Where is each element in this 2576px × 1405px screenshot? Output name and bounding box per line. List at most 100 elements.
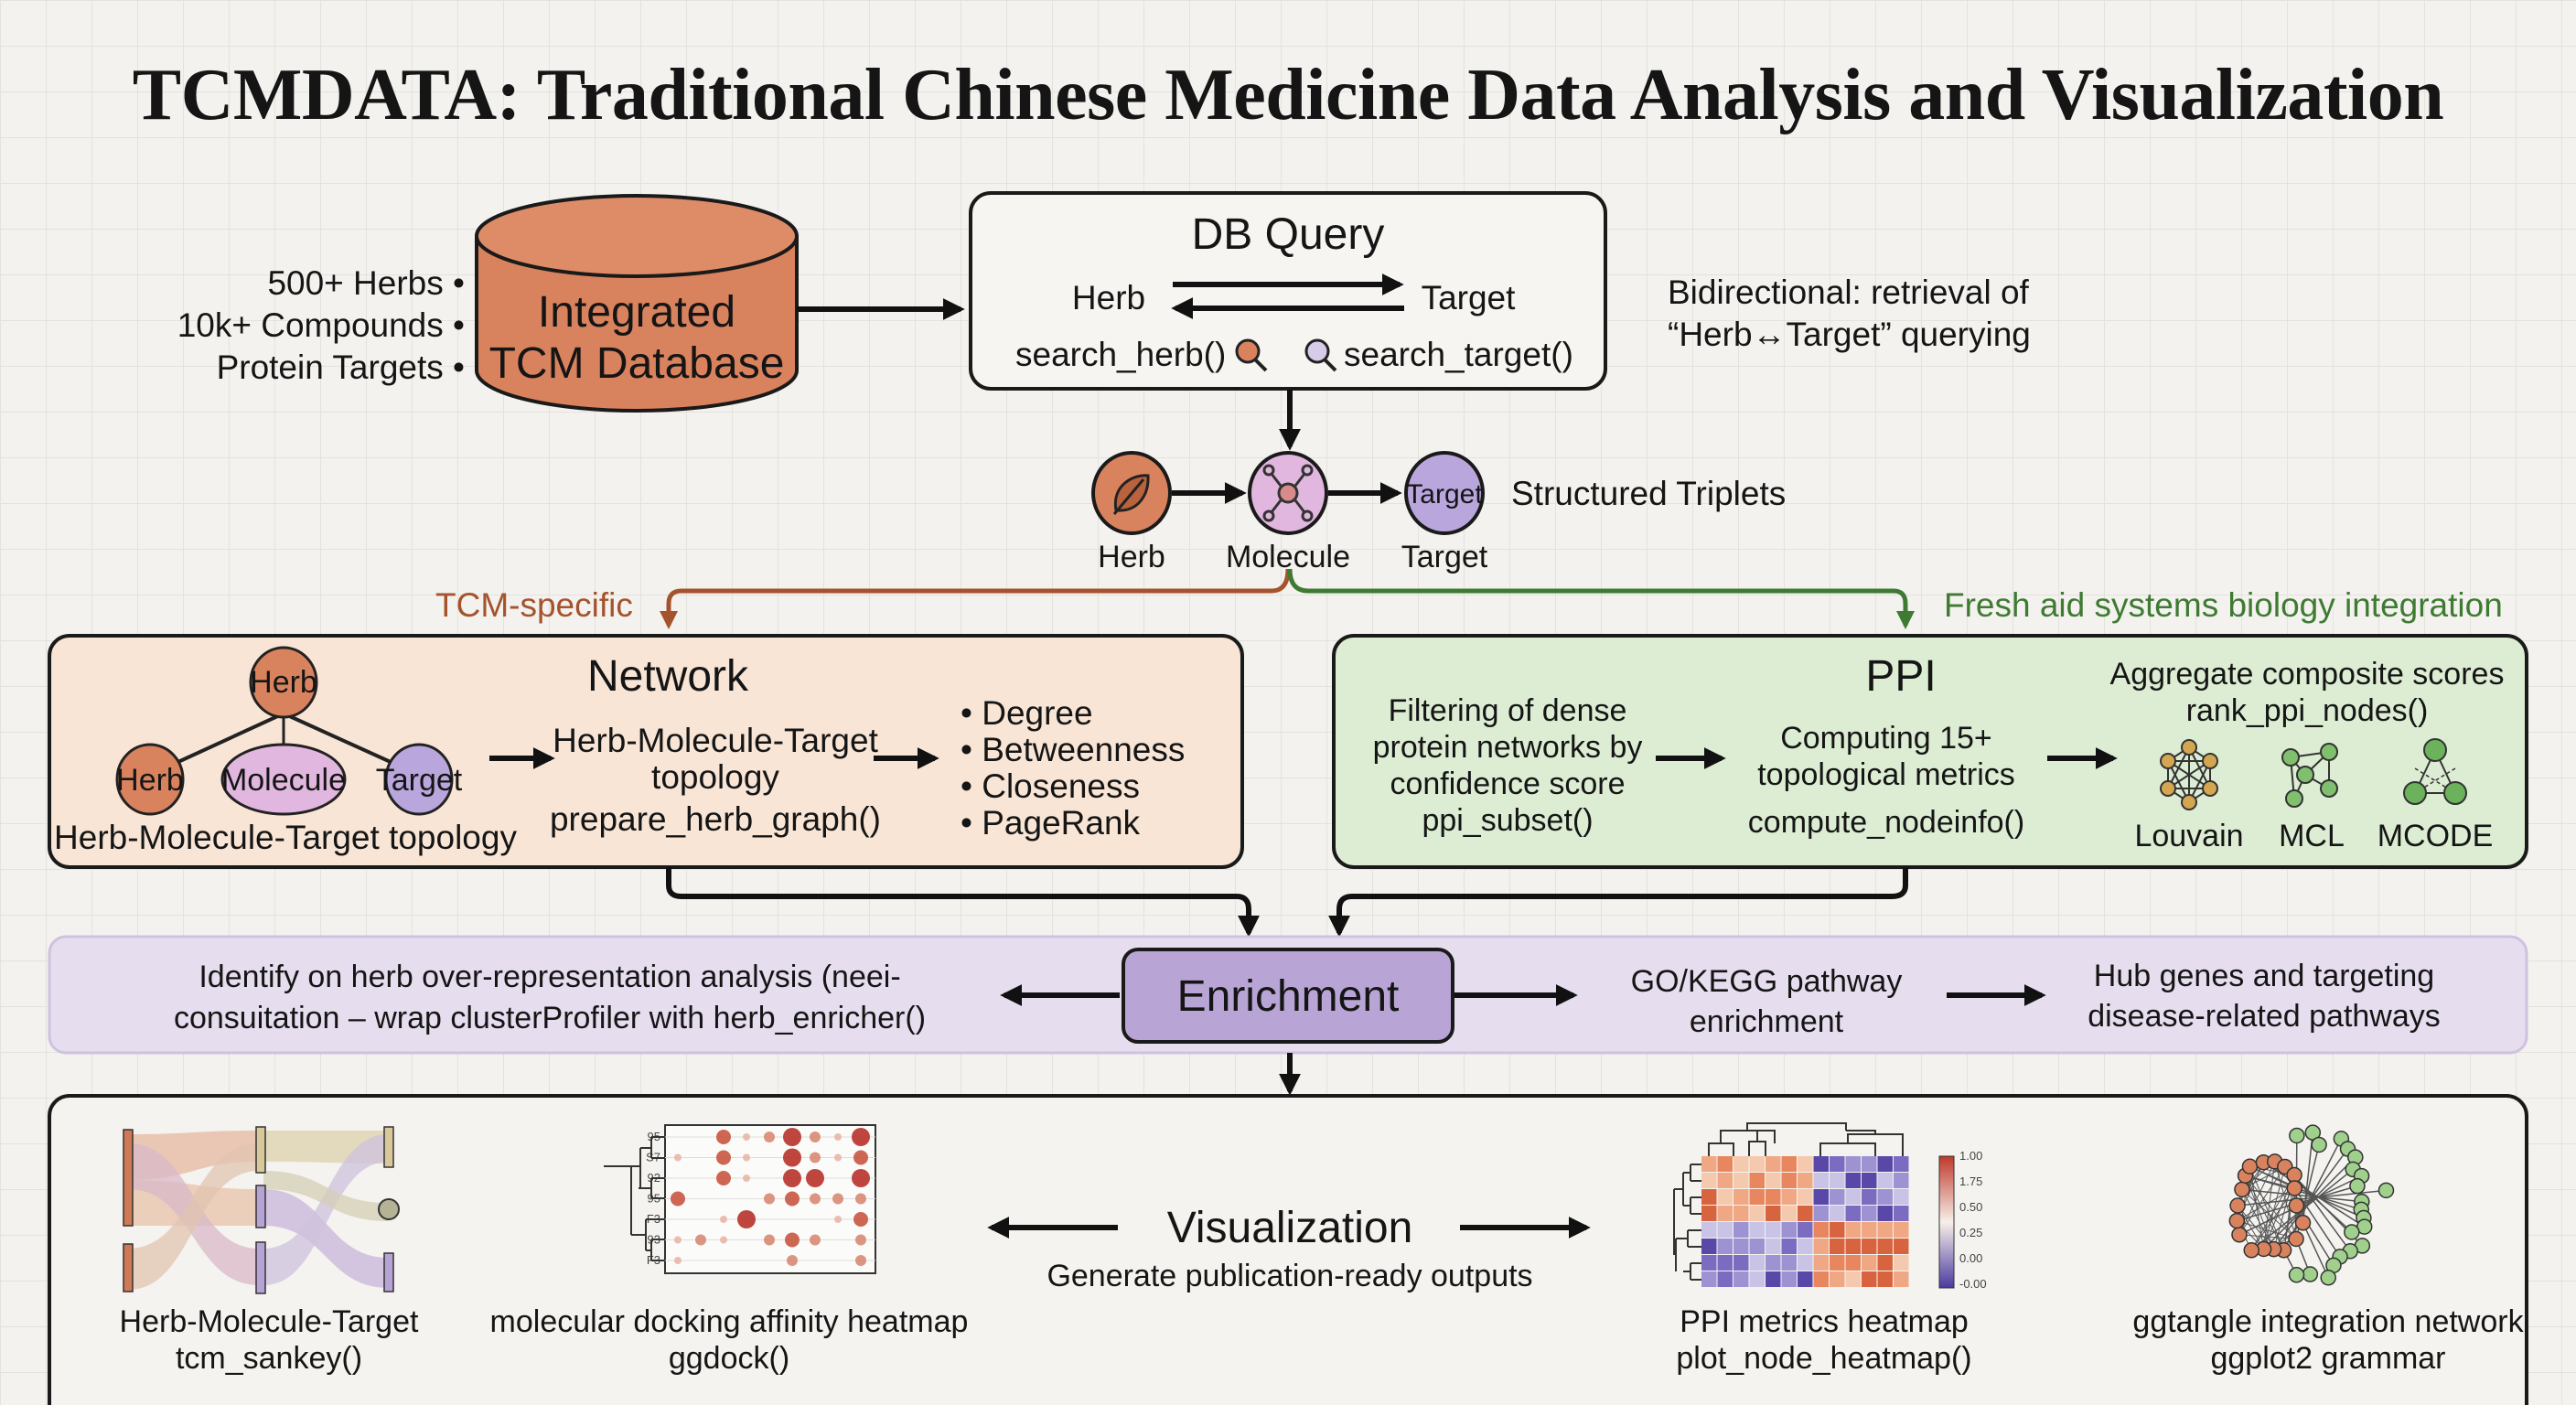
tree-child-herb: Herb xyxy=(116,763,184,798)
search-icon-purple xyxy=(1304,338,1337,372)
sankey-label-line1: Herb-Molecule-Target xyxy=(120,1304,419,1339)
dotplot-dot xyxy=(671,1191,685,1207)
cluster-node xyxy=(2160,753,2176,769)
cluster-node xyxy=(2320,743,2338,761)
tcm-specific-branch xyxy=(660,568,1291,629)
sankey-node-bar xyxy=(255,1126,266,1174)
heatmap-cell xyxy=(1717,1271,1733,1287)
network-edge xyxy=(2238,1161,2276,1236)
ppi-heatmap-thumbnail: 1.001.750.500.250.00-0.00 xyxy=(1673,1122,1987,1291)
network-node-herb xyxy=(2286,1180,2303,1196)
network-node-target xyxy=(2302,1266,2319,1282)
heatmap-cell xyxy=(1781,1255,1797,1271)
heatmap-cell xyxy=(1813,1189,1829,1205)
network-node-herb xyxy=(2234,1181,2250,1198)
network-edge xyxy=(2241,1166,2286,1190)
enrichment-left-line2: consuitation – wrap clusterProfiler with… xyxy=(174,1001,926,1035)
heatmap-cell xyxy=(1862,1173,1877,1188)
method-mcode: MCODE xyxy=(2377,819,2494,853)
method-mcl: MCL xyxy=(2279,819,2345,853)
heatmap-cell xyxy=(1798,1173,1813,1188)
heatmap-cell xyxy=(1766,1255,1781,1271)
heatmap-label-line2: plot_node_heatmap() xyxy=(1676,1341,1971,1376)
query-herb-label: Herb xyxy=(1072,279,1145,316)
heatmap-cell xyxy=(1798,1156,1813,1172)
enrichment-box xyxy=(1122,948,1454,1044)
tcm-database-cylinder: Integrated TCM Database xyxy=(475,194,799,413)
cluster-node xyxy=(2443,781,2467,805)
network-edge xyxy=(2302,1222,2329,1279)
heatmap-cell xyxy=(1813,1271,1829,1287)
dotplot-dot xyxy=(783,1169,801,1187)
heatmap-cell xyxy=(1766,1206,1781,1221)
heatmap-cell xyxy=(1766,1271,1781,1287)
network-node-target xyxy=(2344,1224,2360,1240)
dotplot-dot xyxy=(764,1193,775,1205)
heatmap-row-dendrogram xyxy=(1673,1164,1701,1281)
heatmap-cell xyxy=(1798,1239,1813,1254)
heatmap-cell xyxy=(1717,1156,1733,1172)
heatmap-cell xyxy=(1798,1222,1813,1238)
heatmap-cell xyxy=(1701,1206,1717,1221)
search-icon-orange xyxy=(1235,338,1268,372)
rank-ppi-nodes-fn: rank_ppi_nodes() xyxy=(2186,693,2429,728)
heatmap-cell xyxy=(1717,1206,1733,1221)
network-node-herb xyxy=(2229,1197,2246,1214)
heatmap-cell xyxy=(1733,1271,1749,1287)
dotplot-dot xyxy=(810,1193,821,1205)
database-label-line2: TCM Database xyxy=(489,339,785,388)
heatmap-cell xyxy=(1813,1156,1829,1172)
heatmap-cell xyxy=(1862,1206,1877,1221)
tangle-label-line1: ggtangle integration network xyxy=(2132,1304,2524,1339)
heatmap-cell xyxy=(1862,1239,1877,1254)
query-note-line1: Bidirectional: retrieval of xyxy=(1668,273,2030,311)
heatmap-cell xyxy=(1894,1173,1909,1188)
heatmap-cell xyxy=(1845,1206,1861,1221)
cluster-node xyxy=(2281,748,2300,767)
heatmap-cell xyxy=(1894,1222,1909,1238)
go-kegg-line2: enrichment xyxy=(1690,1004,1844,1039)
heatmap-cell xyxy=(1798,1189,1813,1205)
cluster-node xyxy=(2181,794,2197,810)
systems-biology-branch xyxy=(1287,568,1915,629)
heatmap-cell xyxy=(1862,1156,1877,1172)
cluster-node xyxy=(2160,780,2176,797)
molecule-icon xyxy=(1262,464,1314,522)
network-node-target xyxy=(2311,1136,2327,1153)
dotplot-dot xyxy=(783,1128,801,1146)
heatmap-cell xyxy=(1749,1206,1765,1221)
herb-tree: Herb Herb Molecule Target Herb-Molecule-… xyxy=(54,646,517,856)
search-target-fn: search_target() xyxy=(1344,336,1573,373)
stat-targets: Protein Targets • xyxy=(217,349,465,386)
topology-step-line2: topology xyxy=(651,758,779,796)
dotplot-dot xyxy=(855,1255,866,1266)
heatmap-cell xyxy=(1749,1255,1765,1271)
cluster-node xyxy=(2403,781,2427,805)
network-edge xyxy=(2293,1174,2351,1252)
stat-compounds: 10k+ Compounds • xyxy=(177,306,465,344)
heatmap-cell xyxy=(1845,1156,1861,1172)
heatmap-cell xyxy=(1877,1239,1893,1254)
colorbar-tick-label: 1.00 xyxy=(1959,1149,1982,1163)
sankey-node-bar xyxy=(255,1241,266,1294)
dotplot-label-line1: molecular docking affinity heatmap xyxy=(490,1304,969,1339)
triplet-target-inner: Target xyxy=(1406,479,1483,509)
heatmap-cell xyxy=(1894,1239,1909,1254)
triplet-molecule-node: Molecule xyxy=(1226,451,1350,574)
search-herb-fn: search_herb() xyxy=(1015,336,1226,373)
heatmap-cell xyxy=(1733,1239,1749,1254)
ppi-subset-fn: ppi_subset() xyxy=(1422,803,1593,838)
heatmap-cell xyxy=(1781,1271,1797,1287)
dotplot-dot xyxy=(834,1133,842,1141)
dotplot-label-line2: ggdock() xyxy=(669,1341,789,1376)
sankey-flow xyxy=(128,1143,259,1290)
ppi-filter-line2: protein networks by xyxy=(1373,730,1643,765)
tree-caption: Herb-Molecule-Target topology xyxy=(54,819,517,856)
triplet-herb-node: Herb xyxy=(1091,451,1172,574)
heatmap-cell xyxy=(1766,1239,1781,1254)
sankey-label-line2: tcm_sankey() xyxy=(176,1341,362,1376)
heatmap-cell xyxy=(1845,1255,1861,1271)
heatmap-cell xyxy=(1877,1255,1893,1271)
sankey-node-circle xyxy=(378,1198,400,1220)
